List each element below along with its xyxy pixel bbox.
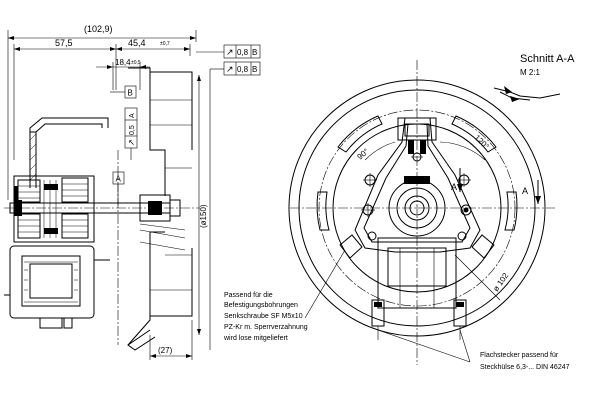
width-27-label: (27) — [158, 346, 173, 355]
section-title-block: Schnitt A-A M 2:1 — [493, 53, 575, 102]
connector-note: Flachstecker passend für Steckhülse 6,3-… — [480, 352, 570, 371]
terminal-box — [4, 245, 110, 329]
flat-connectors — [371, 299, 467, 340]
dimension-diameter-150: (ø150) — [197, 75, 208, 335]
note-line: Steckhülse 6,3-... DIN 46247 — [480, 364, 570, 371]
section-scale: M 2:1 — [520, 68, 541, 77]
motor-windings — [13, 175, 95, 243]
mounting-note: Passend für die Befestigungsbohrungen Se… — [223, 292, 308, 342]
overall-width-label: (102,9) — [84, 24, 113, 34]
mounting-leader — [304, 249, 346, 319]
dimension-row-2: 57,5 45,4 ±0,7 — [13, 38, 191, 160]
outer-ring-inner — [298, 89, 536, 327]
motor-block — [339, 234, 495, 309]
tolerance-value: 0,8 — [237, 65, 249, 74]
motor-spider — [354, 117, 481, 253]
connector-leader-1 — [377, 329, 471, 363]
tolerance-symbol: ↗ — [226, 47, 234, 57]
center-hub — [388, 176, 446, 237]
diameter-102-label: ø 102 — [491, 271, 510, 293]
tolerance-datum: B — [252, 65, 257, 74]
tolerance-value: 0,8 — [237, 48, 249, 57]
dimension-overall-width: (102,9) — [7, 24, 197, 200]
fixing-screws — [361, 152, 472, 241]
bolt-circle — [318, 109, 516, 307]
note-line: Befestigungsbohrungen — [224, 302, 298, 309]
datum-a-label: A — [116, 175, 122, 184]
angle-annotations: 90° 120° ø 102 — [356, 133, 511, 301]
section-markers: A A — [451, 168, 541, 204]
tolerance-frame-1: ↗ 0,8 B — [196, 44, 261, 59]
side-view: (102,9) 57,5 45,4 ±0,7 18,4 ±0,5 — [4, 24, 261, 360]
right-length-tolerance: ±0,7 — [160, 41, 170, 47]
angle-120-label: 120° — [473, 133, 491, 151]
outer-ring — [288, 79, 546, 337]
fan-wheel-profile — [127, 67, 193, 351]
motor-bracket — [29, 117, 109, 188]
section-marker-right: A — [522, 186, 528, 196]
datum-b-label: B — [128, 89, 133, 98]
section-title: Schnitt A-A — [520, 53, 575, 65]
tolerance-frame-2: ↗ 0,8 B — [209, 61, 261, 350]
dimension-row-3: 18,4 ±0,5 — [96, 58, 150, 90]
section-detail-sketch — [493, 86, 561, 102]
shaft-offset-tolerance: ±0,5 — [131, 60, 141, 66]
left-length-label: 57,5 — [55, 38, 73, 48]
datum-a-marker: A — [112, 171, 125, 205]
note-line: Senkschraube SF M5x10 — [224, 313, 303, 320]
dimension-width-27: (27) — [149, 320, 193, 360]
section-marker-left: A — [451, 182, 457, 192]
mounting-slots — [316, 115, 518, 231]
note-line: PZ-Kr m. Sperrverzahnung — [224, 324, 308, 331]
note-line: wird lose mitgeliefert — [223, 335, 288, 342]
diameter-150-label: (ø150) — [199, 204, 208, 228]
tolerance-datum: A — [129, 113, 136, 118]
shaft — [4, 194, 200, 222]
tolerance-datum: B — [252, 48, 257, 57]
datum-b-marker: B — [110, 85, 137, 99]
note-line: Flachstecker passend für — [480, 352, 559, 359]
shaft-offset-label: 18,4 — [115, 58, 131, 67]
tolerance-value: 0,5 — [129, 125, 136, 135]
note-line: Passend für die — [224, 292, 273, 299]
front-view: 90° 120° ø 102 A A Schnitt A-A M 2:1 — [288, 53, 575, 365]
right-length-label: 45,4 — [128, 38, 146, 48]
tolerance-symbol: ↗ — [226, 64, 234, 74]
connector-leader-2 — [459, 329, 471, 363]
tolerance-symbol: ↗ — [127, 139, 136, 146]
tolerance-frame-3: ↗ 0,5 A — [124, 107, 138, 149]
